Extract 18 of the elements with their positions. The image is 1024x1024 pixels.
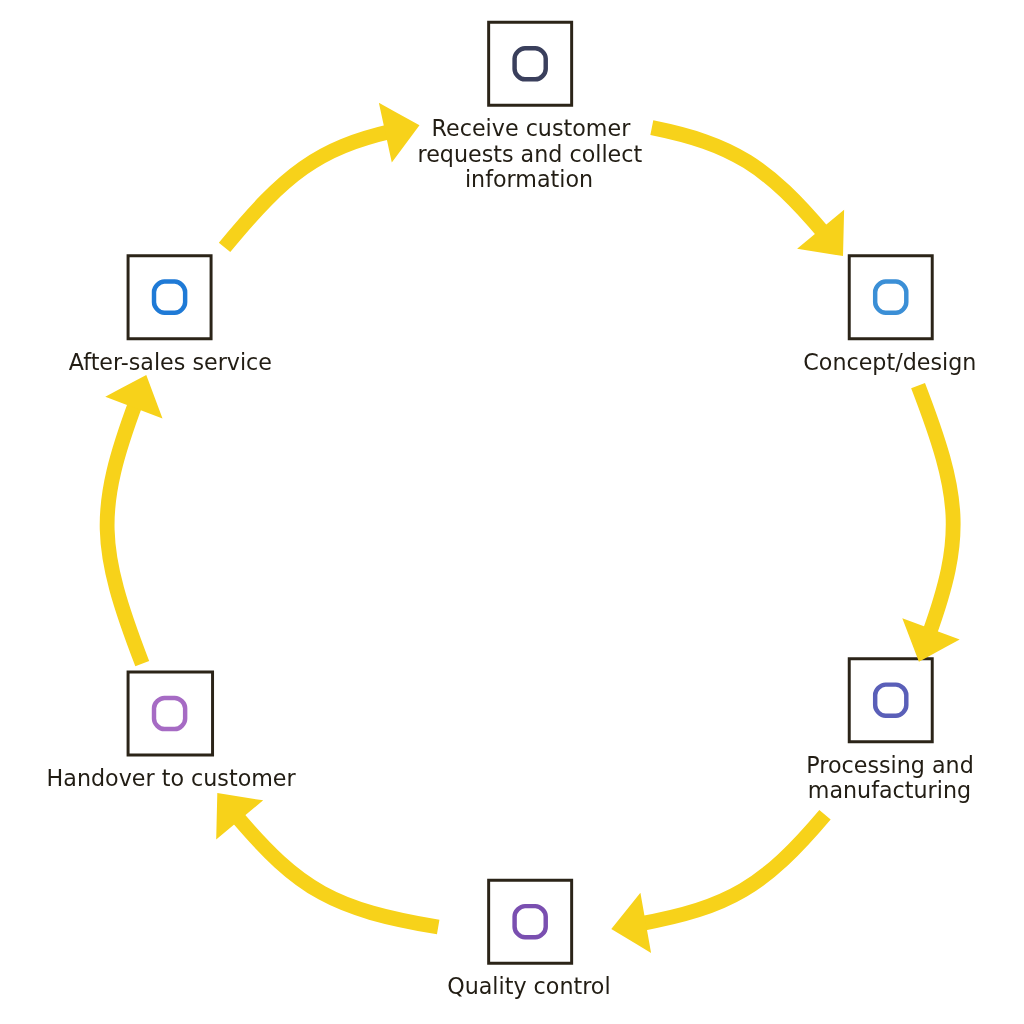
node-box [847,657,934,744]
arrow [650,120,845,257]
node-box [487,20,574,107]
node-label: Handover to customer [46,765,296,792]
arrow [902,382,961,662]
arrow [611,809,831,953]
node-box [126,670,215,757]
arrow [218,102,420,253]
node-box [487,878,574,965]
node-box [126,254,213,341]
node-label: Receive customer requests and collect information [417,115,643,192]
node-box [847,254,934,341]
node-label: Processing and manufacturing [806,751,974,803]
arrow [216,793,440,935]
arrow [99,374,163,667]
node-label: Concept/design [803,348,977,375]
node-label: Quality control [447,973,611,1000]
node-label: After-sales service [68,348,273,375]
